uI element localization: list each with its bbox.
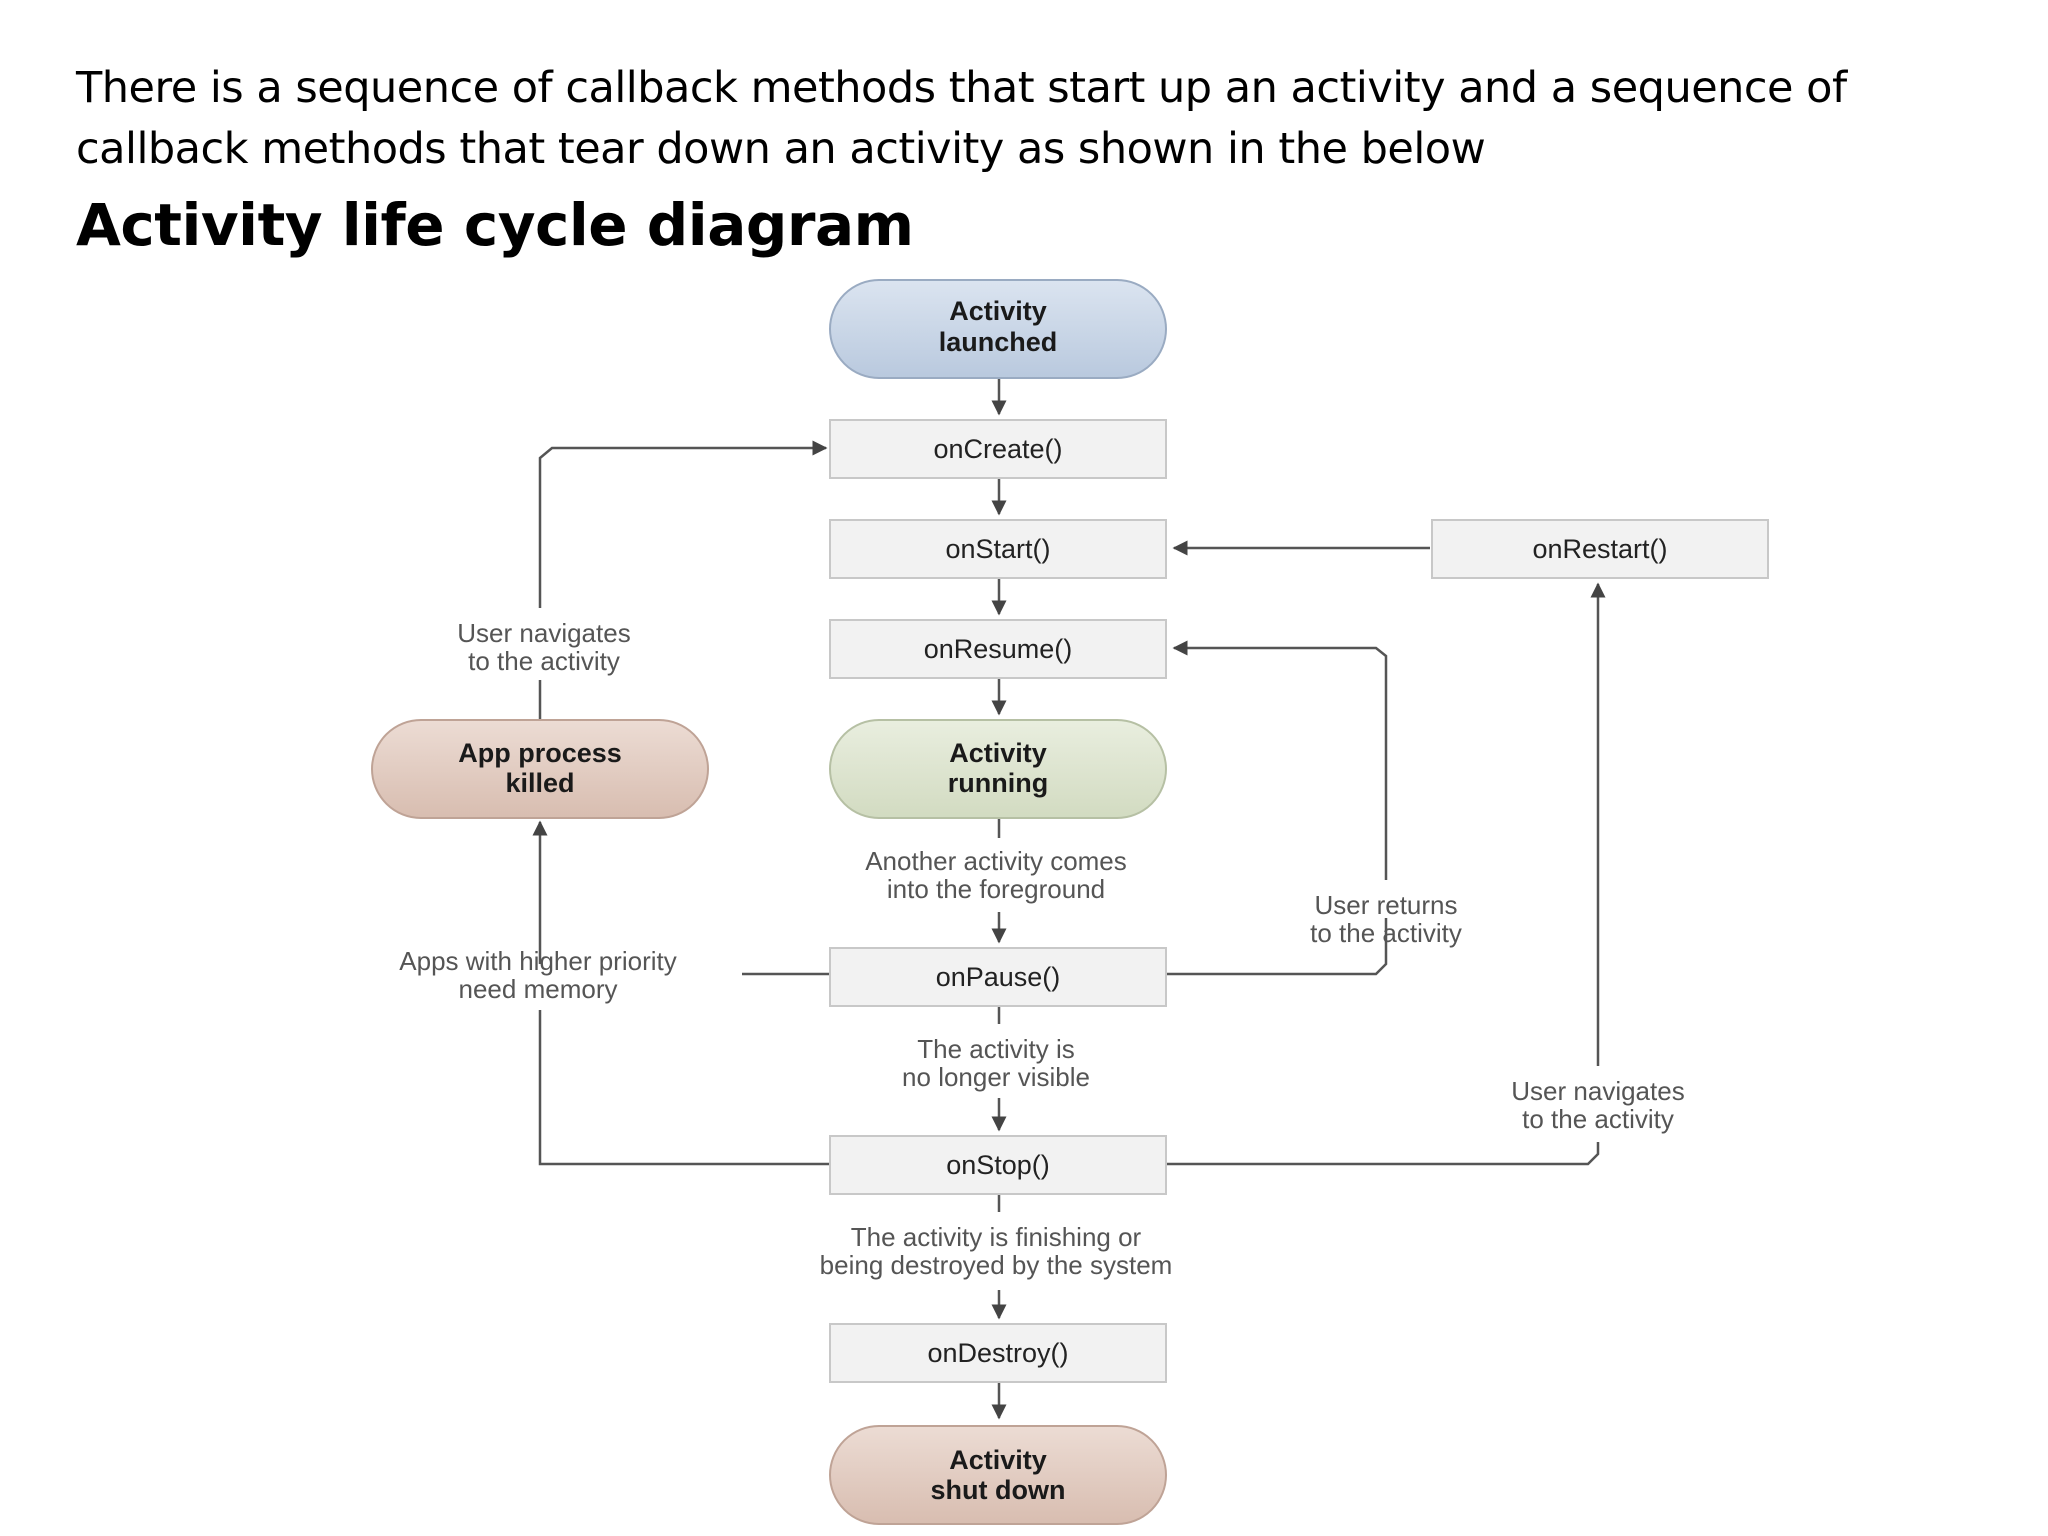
note-higher-priority: Apps with higher priority need memory <box>399 946 676 1004</box>
state-label-line1: Activity <box>949 738 1047 768</box>
state-activity-shut-down: Activity shut down <box>829 1425 1167 1525</box>
callback-onpause: onPause() <box>829 947 1167 1007</box>
state-label-line1: Activity <box>949 1445 1047 1475</box>
callback-onstart: onStart() <box>829 519 1167 579</box>
state-label-line2: killed <box>505 768 574 798</box>
state-label-line1: App process <box>458 738 622 768</box>
note-line2: to the activity <box>1522 1104 1674 1134</box>
callback-onstop: onStop() <box>829 1135 1167 1195</box>
callback-onresume: onResume() <box>829 619 1167 679</box>
line-onstop-right <box>1166 1142 1600 1166</box>
note-line1: The activity is finishing or <box>851 1222 1142 1252</box>
callback-label: onDestroy() <box>927 1338 1068 1368</box>
state-activity-running: Activity running <box>829 719 1167 819</box>
note-line1: User navigates <box>1511 1076 1684 1106</box>
note-line2: no longer visible <box>902 1062 1090 1092</box>
note-line2: need memory <box>459 974 618 1004</box>
note-user-returns: User returns to the activity <box>1310 890 1462 948</box>
note-finishing: The activity is finishing or being destr… <box>820 1222 1173 1280</box>
state-label-line2: launched <box>939 327 1058 357</box>
line-onpause-right <box>1166 918 1388 976</box>
connectors <box>532 378 1606 1420</box>
callback-ondestroy: onDestroy() <box>829 1323 1167 1383</box>
note-user-navigates-right: User navigates to the activity <box>1511 1076 1684 1134</box>
note-line2: to the activity <box>1310 918 1462 948</box>
note-no-longer-visible: The activity is no longer visible <box>902 1034 1090 1092</box>
state-activity-launched: Activity launched <box>829 279 1167 379</box>
arrow-user-returns-to-onresume <box>1172 640 1388 880</box>
note-line1: User returns <box>1314 890 1457 920</box>
callback-onrestart: onRestart() <box>1431 519 1769 579</box>
callback-label: onStop() <box>946 1150 1050 1180</box>
callback-label: onStart() <box>945 534 1050 564</box>
note-line1: Another activity comes <box>865 846 1127 876</box>
state-label-line2: shut down <box>931 1475 1066 1505</box>
intro-paragraph: There is a sequence of callback methods … <box>76 63 1847 174</box>
line-onstop-left <box>538 1010 830 1166</box>
note-line1: The activity is <box>917 1034 1075 1064</box>
state-label-line1: Activity <box>949 296 1047 326</box>
note-line1: User navigates <box>457 618 630 648</box>
note-another-activity: Another activity comes into the foregrou… <box>865 846 1127 904</box>
state-app-process-killed: App process killed <box>371 719 709 819</box>
diagram-heading: Activity life cycle diagram <box>76 191 914 259</box>
note-line1: Apps with higher priority <box>399 946 676 976</box>
callback-oncreate: onCreate() <box>829 419 1167 479</box>
note-user-navigates-left: User navigates to the activity <box>457 618 630 676</box>
callback-label: onResume() <box>924 634 1073 664</box>
callback-label: onCreate() <box>933 434 1062 464</box>
note-line2: into the foreground <box>887 874 1105 904</box>
callback-label: onRestart() <box>1532 534 1667 564</box>
callback-label: onPause() <box>936 962 1061 992</box>
note-line2: to the activity <box>468 646 620 676</box>
state-label-line2: running <box>948 768 1048 798</box>
arrow-user-navigates-to-oncreate <box>538 440 828 608</box>
note-line2: being destroyed by the system <box>820 1250 1173 1280</box>
